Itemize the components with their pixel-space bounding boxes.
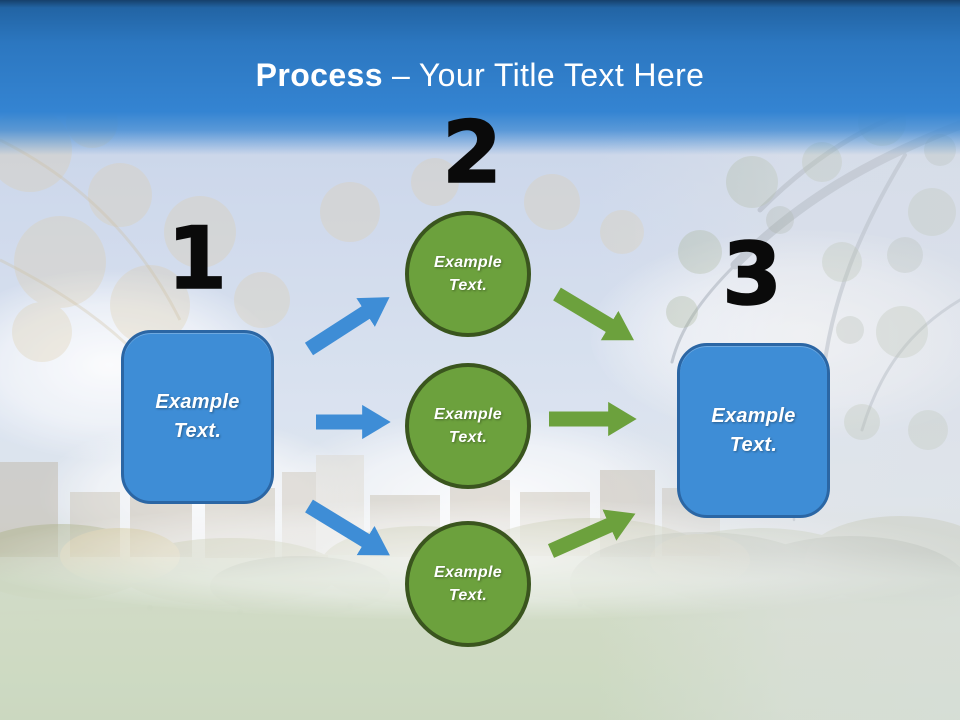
process-circle-2: Example Text. (405, 363, 531, 489)
step-number-2: 2 (441, 103, 502, 203)
process-circle-1: Example Text. (405, 211, 531, 337)
start-box-label: Example Text. (155, 391, 240, 442)
process-circle-1-label: Example Text. (434, 253, 502, 294)
process-circle-3-label: Example Text. (434, 563, 502, 604)
process-circle-2-label: Example Text. (434, 405, 502, 446)
process-circle-3: Example Text. (405, 521, 531, 647)
green-arrow-up-icon (547, 509, 636, 558)
page-title: Process– Your Title Text Here (0, 57, 960, 94)
dark-trees-right (210, 532, 960, 640)
green-arrow-down-icon (553, 287, 634, 341)
city-skyline (0, 455, 720, 558)
step-number-1: 1 (166, 209, 227, 309)
park-people (32, 601, 673, 679)
title-bar: Process– Your Title Text Here (0, 0, 960, 155)
end-box-label: Example Text. (711, 404, 796, 456)
end-box: Example Text. (677, 343, 830, 518)
title-rest: – Your Title Text Here (391, 57, 705, 93)
start-box: Example Text. (121, 330, 274, 504)
blue-arrow-up-icon (304, 297, 390, 356)
blue-arrow-down-icon (305, 499, 390, 556)
title-emphasis: Process (255, 57, 383, 93)
step-number-3: 3 (721, 225, 782, 325)
